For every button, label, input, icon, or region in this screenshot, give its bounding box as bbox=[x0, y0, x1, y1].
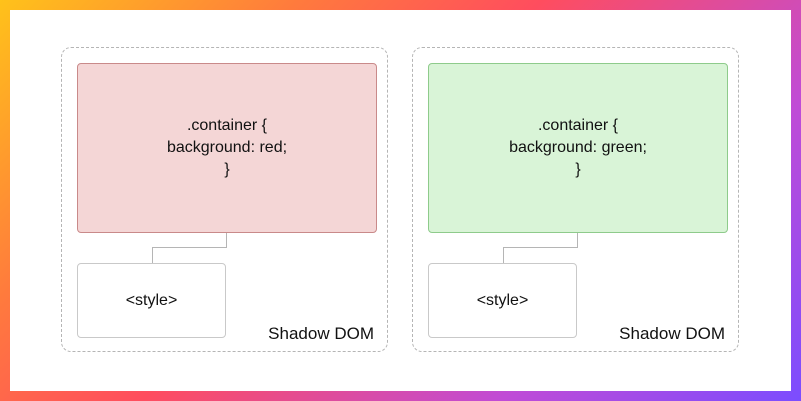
css-rule-line-declaration: background: red; bbox=[166, 139, 288, 156]
shadow-dom-label: Shadow DOM bbox=[619, 324, 725, 343]
style-tag-label: <style> bbox=[476, 291, 529, 309]
css-rule-line-selector: .container { bbox=[537, 117, 619, 134]
css-rule-line-close: } bbox=[575, 161, 581, 178]
css-rule-box-green: .container { background: green;} bbox=[428, 63, 728, 233]
css-rule-line-close: } bbox=[224, 161, 230, 178]
shadow-root-right: .container {background: green;} <style> … bbox=[412, 47, 739, 352]
css-rule-code: .container { background: red;} bbox=[167, 115, 287, 181]
style-tag-label: <style> bbox=[125, 291, 178, 309]
connector-line bbox=[152, 233, 227, 263]
css-rule-box-red: .container { background: red;} bbox=[77, 63, 377, 233]
shadow-dom-label: Shadow DOM bbox=[268, 324, 374, 343]
css-rule-line-selector: .container { bbox=[186, 117, 268, 134]
style-tag-box: <style> bbox=[77, 263, 226, 338]
css-rule-line-declaration: background: green; bbox=[509, 139, 647, 156]
connector-line bbox=[503, 233, 578, 263]
diagram-canvas: .container { background: red;} <style> Sh… bbox=[10, 10, 791, 391]
shadow-root-left: .container { background: red;} <style> Sh… bbox=[61, 47, 388, 352]
css-rule-code: .container { background: green;} bbox=[509, 115, 647, 181]
style-tag-box: <style> bbox=[428, 263, 577, 338]
